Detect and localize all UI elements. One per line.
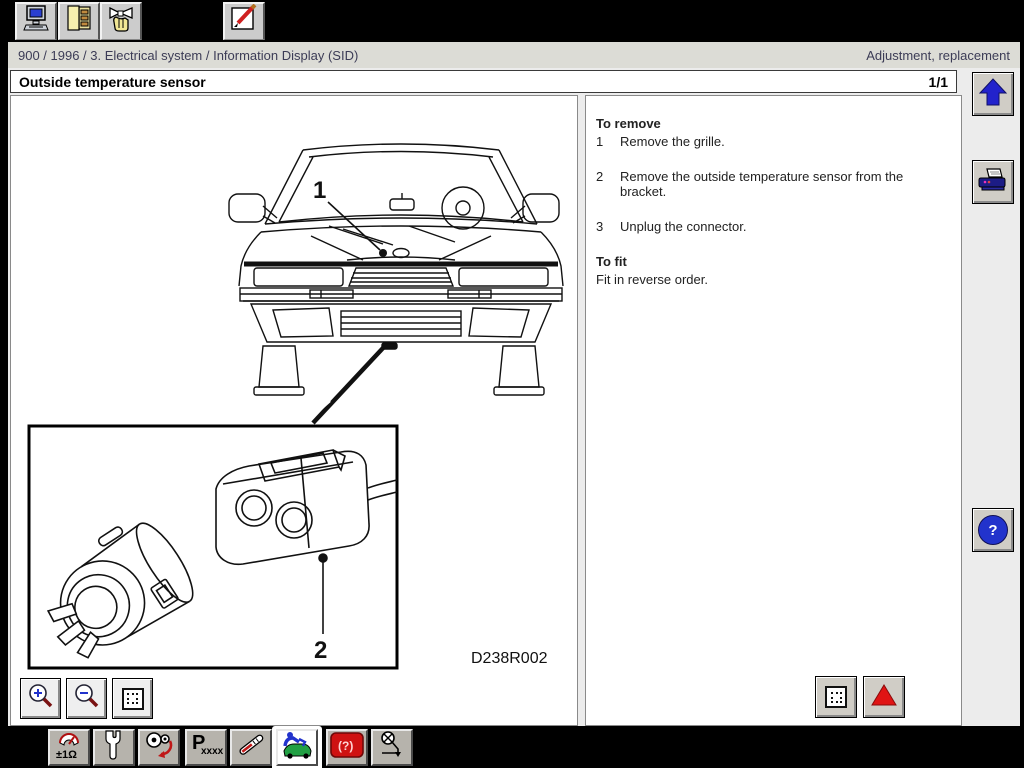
page-title: Outside temperature sensor	[19, 73, 206, 90]
step-text: Remove the grille.	[620, 134, 725, 149]
temperature-sensor-drawing	[46, 522, 194, 659]
marquee-icon	[825, 686, 847, 708]
step-row: 2 Remove the outside temperature sensor …	[596, 169, 949, 199]
fit-text: Fit in reverse order.	[596, 272, 708, 287]
callout-1-label: 1	[313, 177, 326, 204]
scroll-top-button[interactable]	[972, 72, 1014, 116]
callout-1-point	[379, 249, 387, 257]
part-number-tool-button[interactable]: P xxxx	[185, 729, 227, 766]
breadcrumb-bar: 900 / 1996 / 3. Electrical system / Info…	[8, 42, 1020, 68]
context-label: Adjustment, replacement	[866, 47, 1010, 63]
pen-note-icon	[229, 3, 259, 39]
svg-text:±1Ω: ±1Ω	[56, 749, 77, 761]
step-number: 1	[596, 134, 604, 149]
wrench-tool-button[interactable]	[93, 729, 135, 766]
page-indicator: 1/1	[928, 73, 948, 90]
fault-codes-icon: (?)	[329, 730, 365, 765]
thermometer-icon	[235, 729, 267, 766]
warning-triangle-button[interactable]	[863, 676, 905, 718]
thermometer-tool-button[interactable]	[230, 729, 272, 766]
breadcrumb: 900 / 1996 / 3. Electrical system / Info…	[18, 47, 359, 63]
help-button[interactable]: ?	[972, 508, 1014, 552]
up-arrow-icon	[978, 76, 1008, 113]
multimeter-tool-button[interactable]: ±1Ω	[48, 729, 90, 766]
part-number-icon: P xxxx	[189, 729, 224, 766]
callout-2-label: 2	[314, 637, 327, 664]
car-repair-icon	[280, 729, 314, 766]
tab-service[interactable]	[100, 2, 142, 40]
pulley-icon	[143, 729, 175, 766]
remove-heading: To remove	[596, 116, 661, 131]
tab-workshop-system[interactable]	[15, 2, 57, 40]
circuit-test-icon	[376, 729, 408, 766]
circuit-test-tool-button[interactable]	[371, 729, 413, 766]
figure-code: D238R002	[471, 650, 548, 667]
step-text: Unplug the connector.	[620, 219, 747, 234]
connector-drawing	[215, 449, 398, 634]
marquee-select-button-2[interactable]	[815, 676, 857, 718]
fit-heading: To fit	[596, 254, 627, 269]
document-title-bar: Outside temperature sensor 1/1	[10, 70, 957, 93]
instruction-panel: To remove 1 Remove the grille. 2 Remove …	[585, 95, 962, 726]
step-number: 3	[596, 219, 604, 234]
pulley-tool-button[interactable]	[138, 729, 180, 766]
print-button[interactable]	[972, 160, 1014, 204]
fault-codes-tool-button[interactable]: (?)	[326, 729, 368, 766]
step-text: Remove the outside temperature sensor fr…	[620, 169, 904, 199]
archive-cabinet-icon	[65, 4, 93, 39]
tab-archive[interactable]	[58, 2, 100, 40]
car-repair-tool-button[interactable]	[276, 729, 318, 766]
tab-notes[interactable]	[223, 2, 265, 40]
car-front-illustration: 1	[27, 143, 564, 670]
wrench-icon	[102, 729, 126, 766]
step-row: 3 Unplug the connector.	[596, 219, 949, 234]
zoom-out-icon	[73, 682, 101, 715]
hand-bow-icon	[107, 4, 135, 39]
svg-text:(?): (?)	[338, 739, 353, 753]
illustration-panel: 1	[10, 95, 578, 726]
svg-text:P: P	[192, 732, 205, 754]
help-icon: ?	[978, 515, 1008, 545]
zoom-in-button[interactable]	[20, 678, 61, 719]
zoom-out-button[interactable]	[66, 678, 107, 719]
svg-text:xxxx: xxxx	[201, 746, 223, 757]
warning-triangle-icon	[870, 682, 898, 713]
zoom-in-icon	[27, 682, 55, 715]
computer-icon	[22, 4, 50, 39]
step-number: 2	[596, 169, 604, 184]
step-row: 1 Remove the grille.	[596, 134, 949, 149]
multimeter-icon: ±1Ω	[52, 729, 86, 766]
marquee-select-button[interactable]	[112, 678, 153, 719]
printer-icon	[978, 165, 1008, 200]
marquee-icon	[121, 687, 144, 710]
